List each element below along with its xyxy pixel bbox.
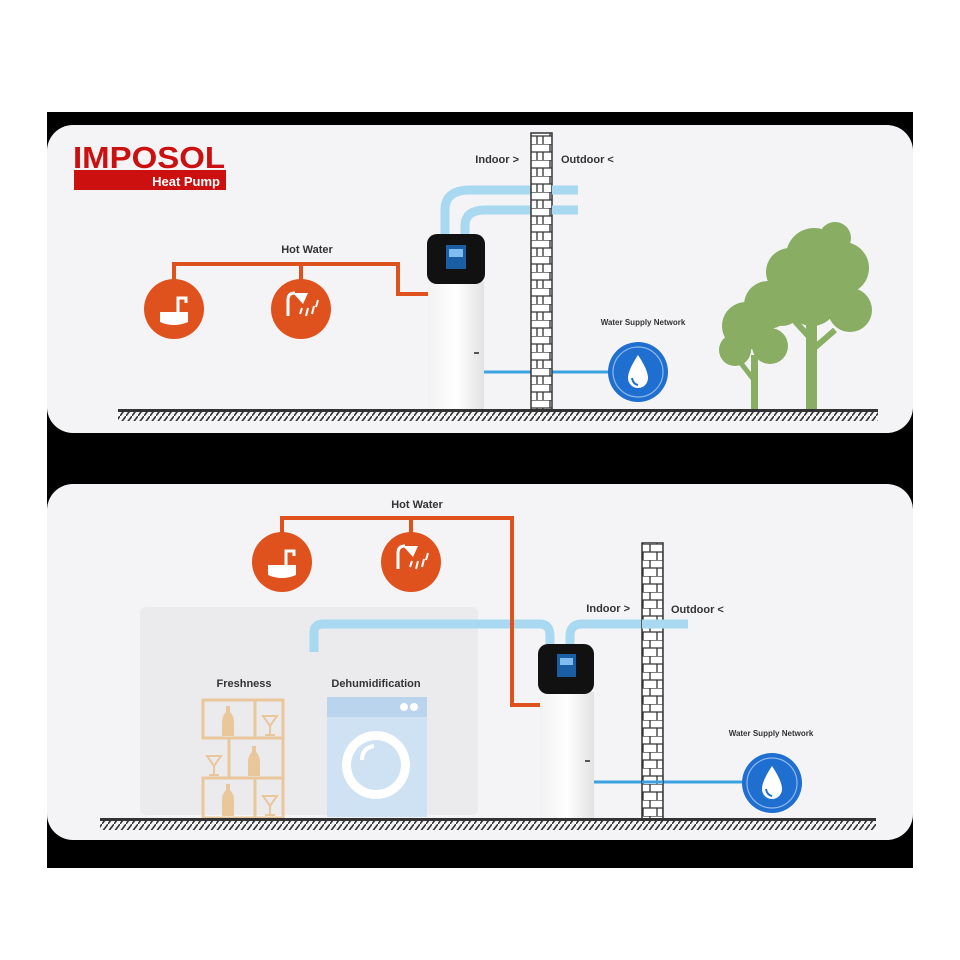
panel-top: IMPOSOL Heat Pump Hot Water (47, 125, 913, 433)
ground-line-top (118, 409, 878, 412)
ground-hatch-bottom (100, 821, 876, 830)
shower-icon (381, 532, 441, 592)
brick-wall-bottom (641, 542, 664, 820)
brand-tagline: Heat Pump (152, 174, 220, 189)
water-supply-label-bottom: Water Supply Network (729, 729, 814, 738)
indoor-label-bottom: Indoor > (586, 603, 630, 615)
sink-icon (252, 532, 312, 592)
heat-pump-unit (538, 644, 594, 818)
ground-hatch-top (118, 412, 878, 421)
air-duct-outdoor (565, 619, 688, 648)
ground-line-bottom (100, 818, 876, 821)
water-supply-label-top: Water Supply Network (601, 318, 686, 327)
indoor-label-top: Indoor > (475, 154, 519, 166)
brand-name: IMPOSOL (73, 140, 225, 175)
brand-bar (74, 170, 226, 190)
water-drop-icon (608, 342, 668, 402)
outdoor-label-top: Outdoor < (561, 154, 614, 166)
heat-pump-unit (427, 234, 485, 410)
sink-icon (144, 279, 204, 339)
room-backdrop (140, 607, 478, 815)
hot-water-label-bottom: Hot Water (391, 499, 443, 511)
air-duct-indoor (309, 619, 555, 652)
outdoor-label-bottom: Outdoor < (671, 604, 724, 616)
air-ducts-top (440, 185, 578, 236)
hot-water-pipe-bottom (280, 516, 540, 707)
water-drop-icon (742, 753, 802, 813)
freshness-label: Freshness (216, 678, 271, 690)
tree-icon (719, 222, 872, 410)
brick-wall-top (530, 132, 553, 411)
hot-water-pipe-top (172, 262, 430, 296)
brand-logo: IMPOSOL Heat Pump (73, 140, 226, 190)
shower-icon (271, 279, 331, 339)
hot-water-label-top: Hot Water (281, 244, 333, 256)
panel-bottom: Hot Water Freshness (47, 484, 913, 840)
dehumidification-label: Dehumidification (331, 678, 421, 690)
wine-rack-icon (201, 698, 285, 820)
washing-machine-icon (327, 697, 427, 817)
